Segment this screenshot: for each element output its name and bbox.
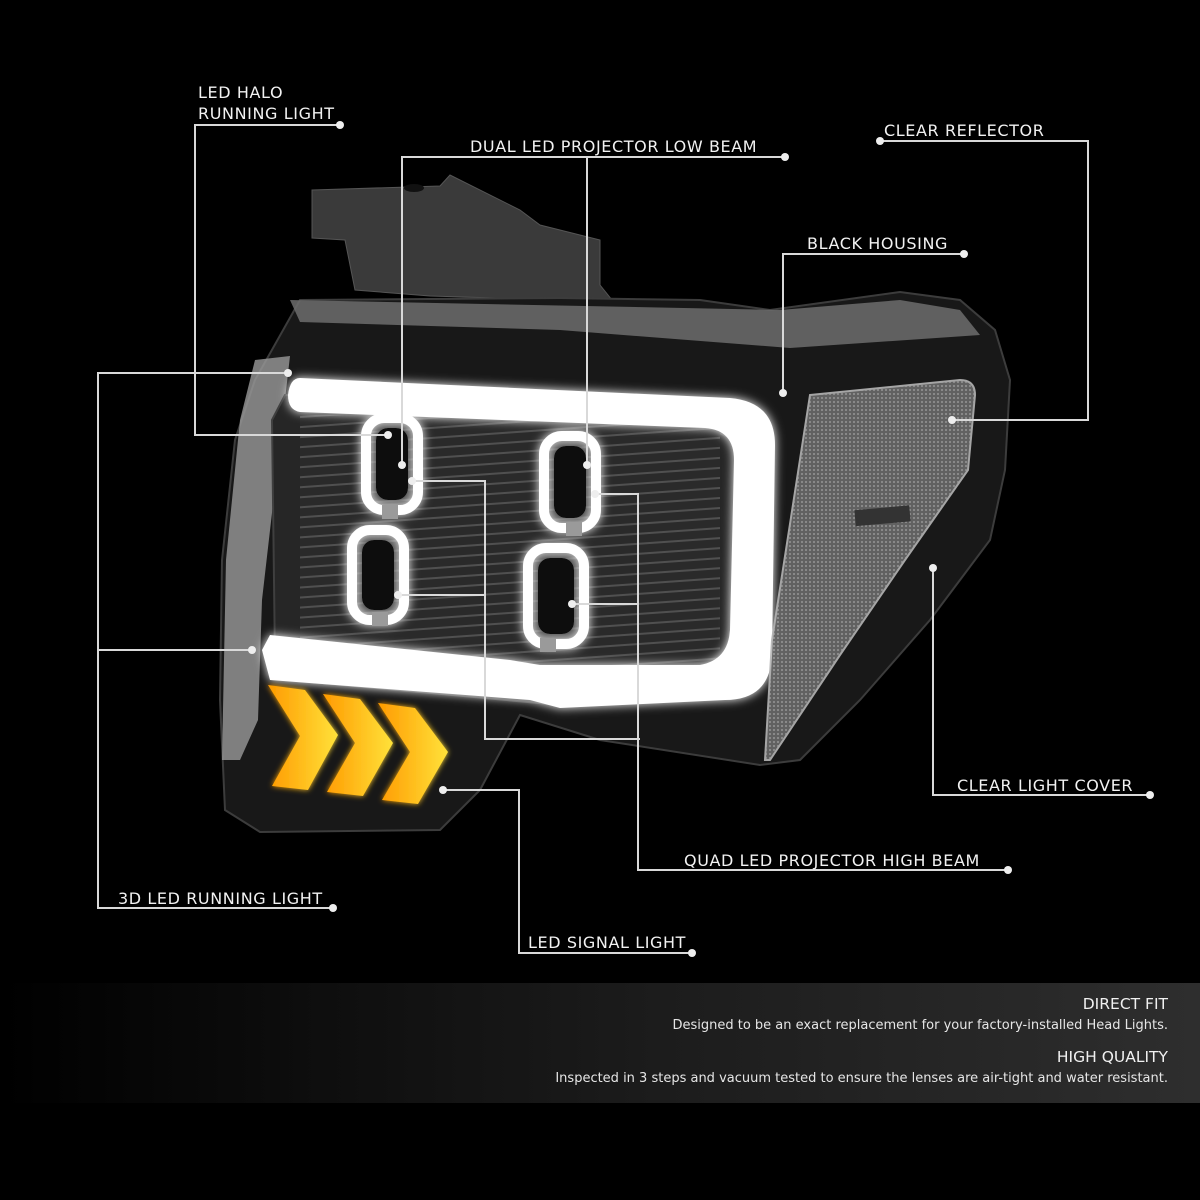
callout-led-signal-light: LED SIGNAL LIGHT <box>528 933 687 952</box>
feature-title-direct-fit: DIRECT FIT <box>1082 995 1168 1013</box>
callout-clear-reflector: CLEAR REFLECTOR <box>884 121 1045 140</box>
callout-leader-lines <box>97 124 1150 954</box>
mounting-bracket <box>311 174 614 301</box>
feature-description-high-quality: Inspected in 3 steps and vacuum tested t… <box>555 1071 1168 1086</box>
feature-title-high-quality: HIGH QUALITY <box>1056 1048 1168 1066</box>
callout-led-halo-line2: RUNNING LIGHT <box>198 104 335 123</box>
clear-reflector <box>763 378 977 761</box>
callout-dual-led-low-beam: DUAL LED PROJECTOR LOW BEAM <box>470 137 758 156</box>
feature-description-direct-fit: Designed to be an exact replacement for … <box>672 1018 1168 1033</box>
callout-3d-led-running-light: 3D LED RUNNING LIGHT <box>118 889 323 908</box>
features-banner: DIRECT FIT Designed to be an exact repla… <box>0 983 1200 1103</box>
callout-led-halo-line1: LED HALO <box>198 83 284 102</box>
led-halo-light-bar <box>262 378 775 708</box>
callout-dots <box>248 121 1154 957</box>
led-signal-chevrons <box>268 685 448 804</box>
callout-black-housing: BLACK HOUSING <box>807 234 949 253</box>
callout-clear-light-cover: CLEAR LIGHT COVER <box>957 776 1134 795</box>
projector-lenses <box>347 413 601 652</box>
callout-quad-led-high-beam: QUAD LED PROJECTOR HIGH BEAM <box>684 851 980 870</box>
